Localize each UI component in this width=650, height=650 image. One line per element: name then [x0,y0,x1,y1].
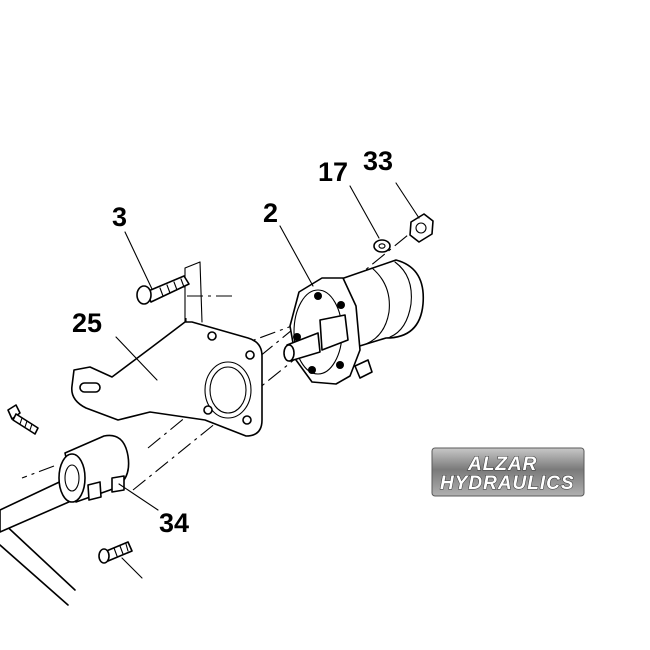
watermark-line1: ALZAR [467,454,537,475]
callout-2: 2 [263,198,278,228]
nut [409,213,434,243]
callout-3: 3 [112,202,127,232]
mounting-bracket [70,261,263,437]
bolt-upper [136,275,190,305]
callout-17: 17 [318,157,348,187]
callout-34: 34 [159,508,189,538]
bolt-lower [98,541,133,564]
frame-lines [0,519,76,606]
watermark-logo: ALZAR HYDRAULICS [431,447,585,497]
washer [373,239,391,253]
leader-lines [115,182,420,579]
hydraulic-motor [283,259,425,385]
callout-33: 33 [363,146,393,176]
watermark-line2: HYDRAULICS [440,473,575,494]
coupler [0,434,130,533]
bolt-left [7,404,39,435]
callout-25: 25 [72,308,102,338]
